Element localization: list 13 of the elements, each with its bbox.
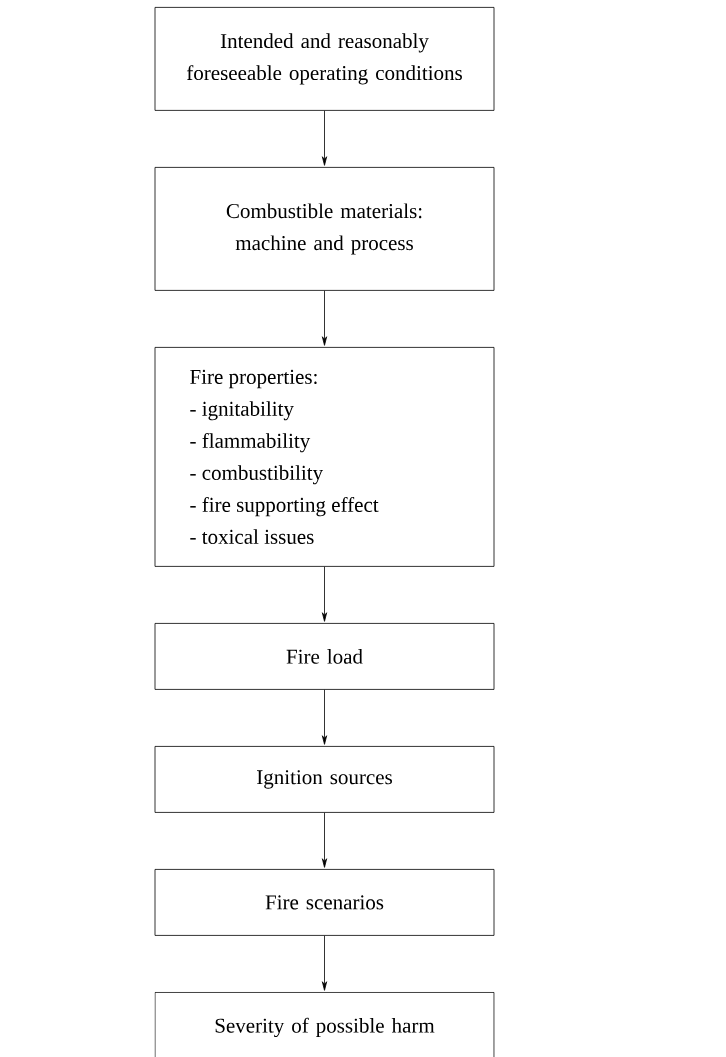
arrow bbox=[321, 110, 328, 166]
process-box: Ignition sources bbox=[154, 746, 495, 813]
arrow bbox=[321, 566, 328, 622]
fire-properties-box: Fire properties: - ignitability - flammability - combustibility - fire supporting effect - toxical issues bbox=[154, 347, 495, 567]
process-box: Severity of possible harm bbox=[154, 992, 495, 1057]
arrow bbox=[321, 812, 328, 868]
arrow bbox=[321, 935, 328, 991]
process-box: Intended and reasonably foreseeable operating conditions bbox=[154, 7, 495, 111]
arrow bbox=[321, 689, 328, 745]
process-box: Fire scenarios bbox=[154, 869, 495, 936]
process-box: Fire load bbox=[154, 623, 495, 690]
arrow bbox=[321, 290, 328, 346]
process-box: Combustible materials: machine and process bbox=[154, 167, 495, 291]
